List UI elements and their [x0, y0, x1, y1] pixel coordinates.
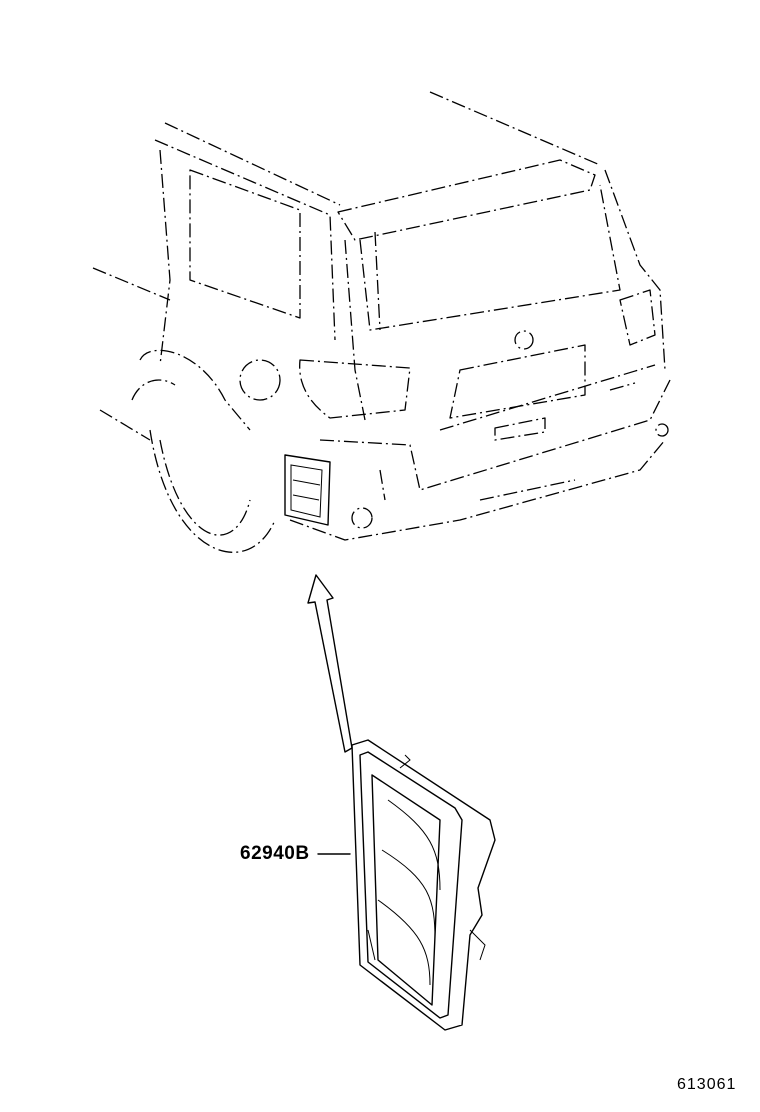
vehicle-outline: [92, 91, 671, 553]
pointer-arrow: [307, 574, 353, 753]
figure-code: 613061: [677, 1076, 737, 1093]
installed-vent-outline: [284, 454, 331, 526]
vent-duct-part: [317, 739, 496, 1031]
part-number-label: 62940B: [240, 843, 310, 864]
